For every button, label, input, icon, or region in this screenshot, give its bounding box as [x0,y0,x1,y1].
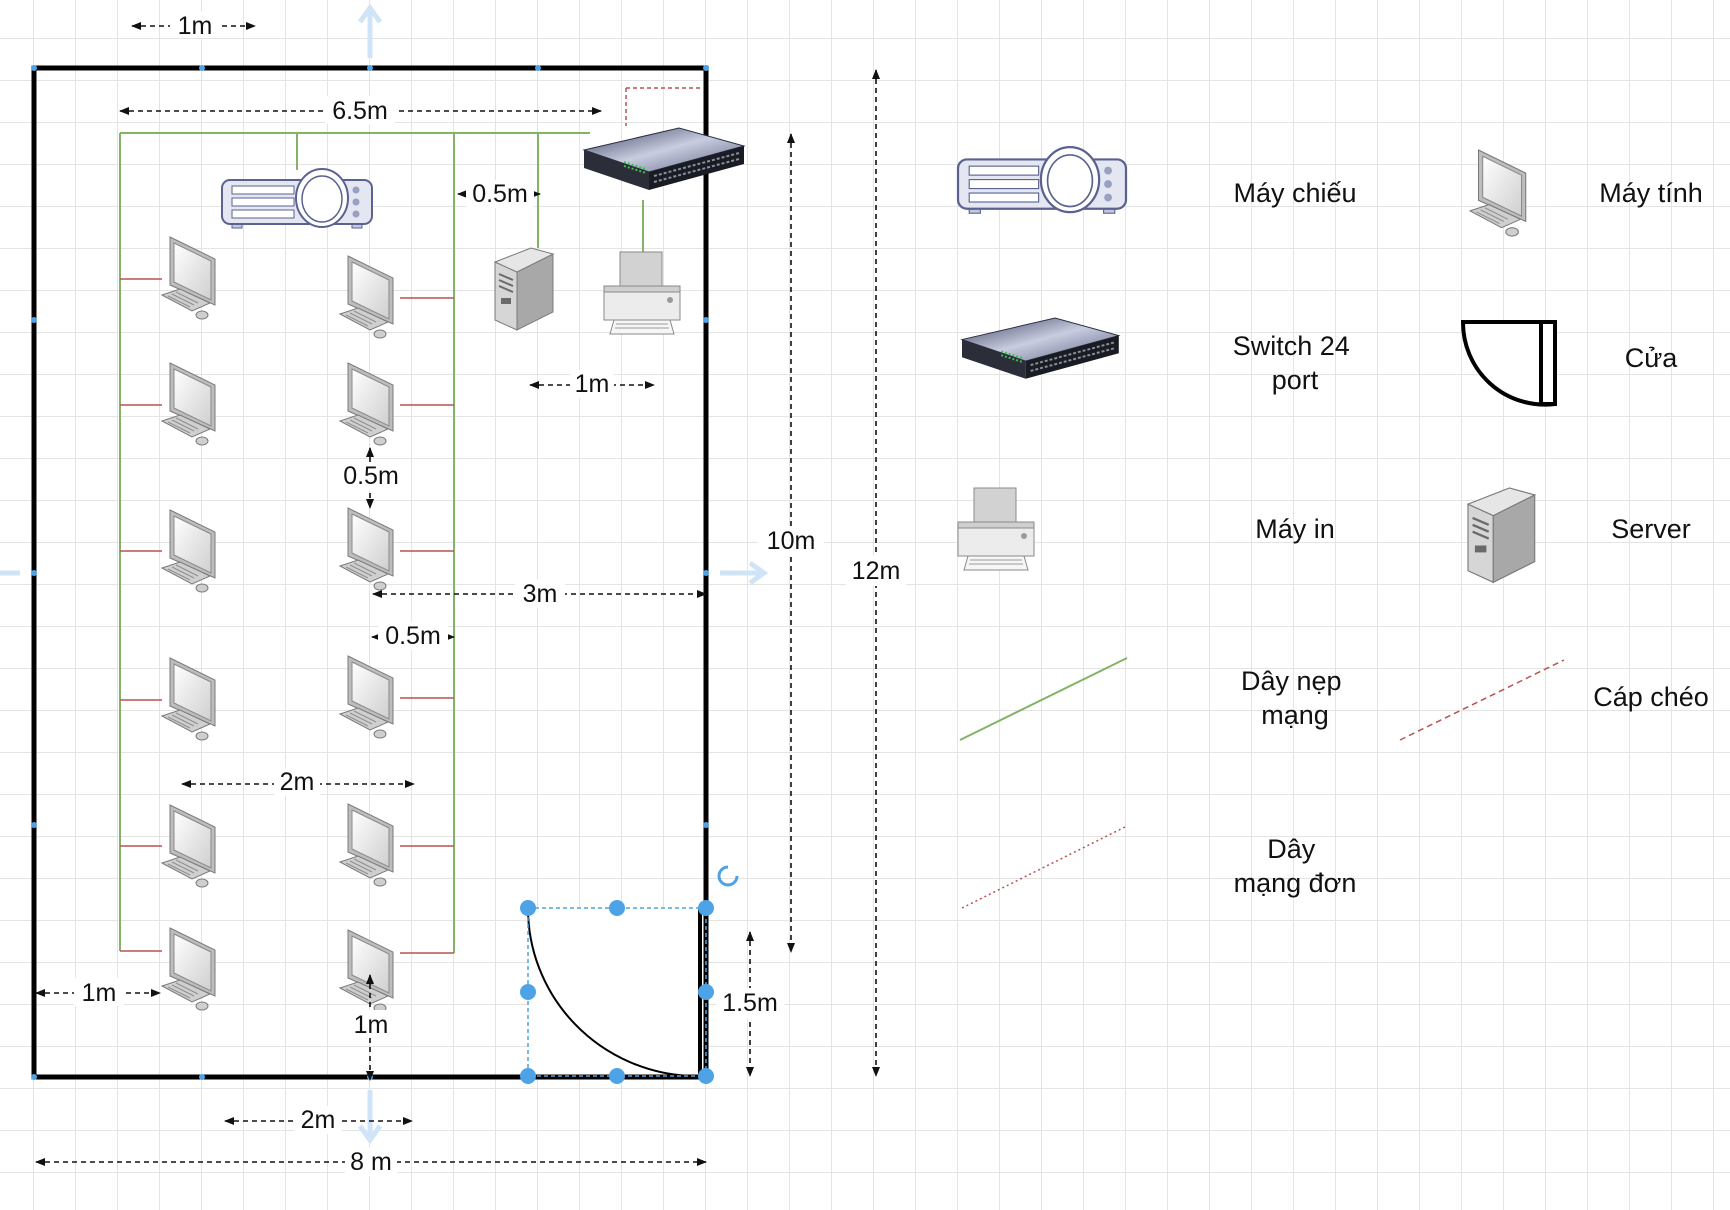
dim-pc-to-lan: 0.5m [385,622,441,650]
legend-printer-label: Máy in [1255,514,1335,544]
room-printer-icon [603,251,681,335]
dimension-labels: 1m 6.5m 0.5m 1m 0.5m 3m 0.5m 2m 1m 1m 2m… [82,12,901,1176]
legend-crossover-label: Cáp chéo [1593,682,1709,712]
legend-server-label: Server [1611,514,1691,544]
legend-crossover-line [1399,659,1565,741]
legend: Máy chiếu Máy tính Switch 24 port Cửa Má… [956,145,1709,909]
dim-left-margin: 1m [82,979,117,1007]
rotate-handle-icon [717,865,739,887]
legend-server-icon [1466,486,1536,584]
legend-computer-label: Máy tính [1599,178,1703,208]
dim-col-gap: 2m [280,768,315,796]
label-backgrounds [74,12,906,1176]
legend-projector-label: Máy chiếu [1233,178,1356,208]
legend-trunk-label-line2: mạng [1261,700,1329,730]
legend-computer-icon [1469,149,1527,237]
dim-pc-to-wall: 3m [523,580,558,608]
dim-bottom-gap: 1m [354,1011,389,1039]
legend-trunk-line [959,657,1128,741]
room-switch-icon [583,127,745,191]
legend-switch-icon [961,317,1120,380]
crossover-cable [625,87,703,126]
dim-width-top: 1m [178,12,213,40]
dim-lan-span: 6.5m [332,97,388,125]
computers-left-column [161,236,216,1011]
dim-inner-height: 10m [767,527,816,555]
legend-projector-icon [956,145,1128,215]
dim-width-total: 8 m [350,1148,392,1176]
legend-switch-label: Switch 24 port [1233,331,1358,395]
room-server-icon [494,247,554,331]
legend-door-label: Cửa [1625,343,1679,373]
legend-trunk-label-line1: Dây nẹp [1241,666,1342,696]
legend-single-cable-line [961,826,1126,909]
legend-printer-icon [957,487,1035,571]
dim-to-switch: 0.5m [472,180,528,208]
dim-bottom-width: 2m [301,1106,336,1134]
room-door[interactable] [520,865,739,1084]
legend-switch-label-line2: port [1272,365,1319,395]
dim-door-width: 1.5m [722,989,778,1017]
dim-row-gap: 0.5m [343,462,399,490]
legend-door-icon [1460,320,1557,407]
legend-single-label-line2: mạng đơn [1234,868,1357,898]
legend-single-label-line1: Dây [1267,834,1316,864]
dim-total-height: 12m [852,557,901,585]
room-projector-icon [221,168,373,229]
legend-trunk-label: Dây nẹp mạng [1241,666,1349,730]
legend-switch-label-line1: Switch 24 [1233,331,1350,361]
pc-drops [120,278,454,954]
dim-printer-gap: 1m [575,370,610,398]
lan-trunk [119,132,644,953]
legend-single-cable-label: Dây mạng đơn [1234,834,1357,898]
